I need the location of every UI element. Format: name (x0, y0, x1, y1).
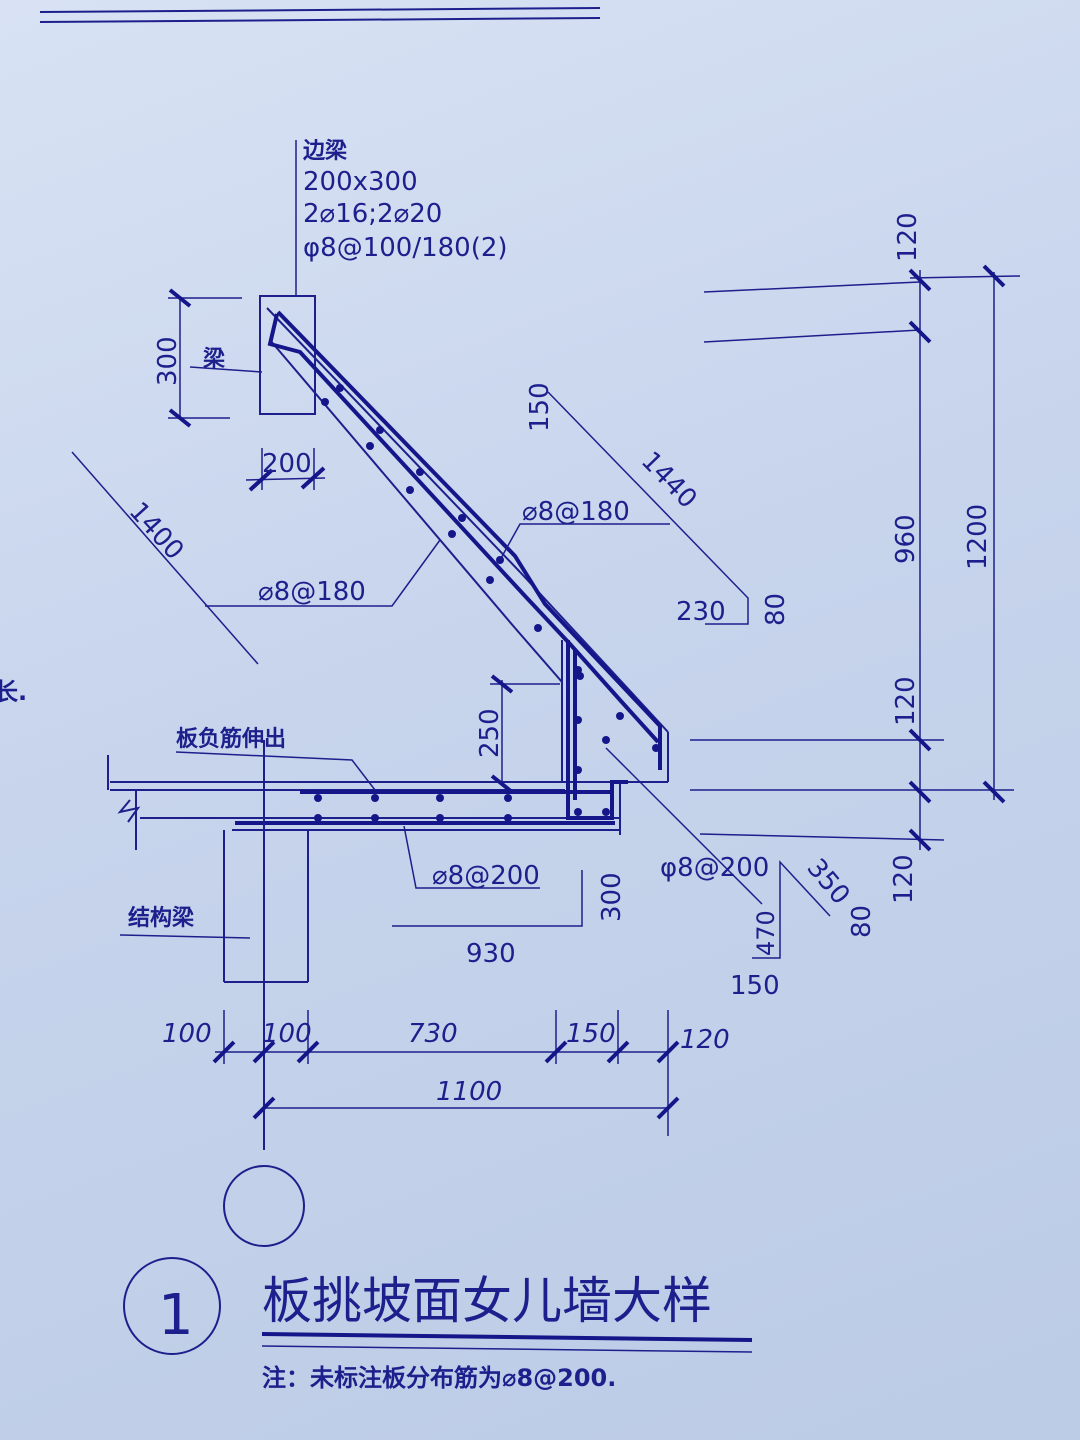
sloped-rebar (267, 310, 662, 770)
hook-470: 470 (752, 910, 780, 956)
edge-beam (189, 140, 316, 415)
right-dim-120-top: 120 (893, 212, 923, 262)
dim-beam-width-text: 200 (262, 449, 312, 479)
right-rebar-label: φ8@200 (660, 853, 769, 883)
slab-930: 930 (466, 939, 516, 969)
bent-bar-80: 80 (761, 593, 791, 626)
bottom-dim-100a: 100 (162, 1019, 212, 1049)
dim-beam-height-text: 300 (153, 336, 183, 386)
bottom-dim-120: 120 (680, 1025, 730, 1055)
bent-bar-1440: 1440 (635, 446, 703, 514)
structural-beam (119, 740, 309, 1150)
bottom-dim-100b: 100 (262, 1019, 312, 1049)
hook-80: 80 (847, 905, 877, 938)
title-underline (261, 1332, 753, 1353)
dim-250 (490, 674, 560, 794)
rebar-leader-lower (205, 539, 441, 607)
right-dim-120-mid: 120 (891, 676, 921, 726)
sloped-slab (266, 307, 669, 782)
dim-slope-length-text: 1400 (123, 497, 190, 566)
dim-slope-length (71, 451, 259, 665)
hook-350: 350 (801, 853, 856, 910)
bent-bar-230: 230 (676, 597, 726, 627)
title-number: 1 (158, 1283, 194, 1348)
slab-rebar (235, 640, 628, 825)
bottom-dim-730: 730 (408, 1019, 458, 1049)
bottom-dim-1100: 1100 (436, 1077, 502, 1107)
beam-label: 梁 (202, 347, 225, 372)
rebar-label-lower: ⌀8@180 (258, 577, 366, 607)
sheet-top-border (39, 7, 601, 23)
structural-beam-label: 结构梁 (128, 905, 194, 931)
slab-bottom-rebar-leader (392, 825, 583, 927)
right-dim-960: 960 (891, 514, 921, 564)
edge-beam-rebar: 2⌀16;2⌀20 (303, 199, 442, 229)
bent-bar-150: 150 (525, 382, 555, 432)
dim-250-text: 250 (475, 708, 505, 758)
slab-rebar-out-label: 板负筋伸出 (176, 726, 286, 752)
dim-beam-height (168, 288, 242, 428)
bent-bar-shape (547, 391, 749, 625)
rebar-leader-upper (499, 523, 670, 561)
slab-bottom-rebar-label: ⌀8@200 (432, 861, 540, 891)
bottom-dimension-chain (212, 1010, 680, 1136)
right-dim-120-bot: 120 (889, 854, 919, 904)
edge-beam-name: 边梁 (302, 139, 347, 164)
slab-300: 300 (597, 872, 627, 922)
rebar-label-upper: ⌀8@180 (522, 497, 630, 527)
right-dimension-chain (690, 264, 1021, 852)
title-number-circle (123, 1257, 221, 1355)
right-dim-1200: 1200 (963, 504, 993, 570)
bottom-dim-150: 150 (566, 1019, 616, 1049)
slab-rebar-dots (314, 666, 610, 822)
title-text: 板挑坡面女儿墙大样 (262, 1272, 712, 1330)
edge-beam-stirrup: φ8@100/180(2) (303, 233, 508, 263)
dim-beam-width (245, 448, 326, 492)
right-rebar-leader (605, 747, 831, 959)
left-edge-fragment: 长. (0, 678, 27, 706)
slab-rebar-out-leader (175, 751, 376, 791)
sloped-rebar-dots (321, 384, 660, 752)
edge-beam-size: 200x300 (303, 167, 418, 197)
title-note: 注：未标注板分布筋为⌀8@200. (262, 1364, 616, 1392)
grid-axis-bubble (223, 1165, 305, 1247)
hook-150: 150 (730, 971, 780, 1001)
